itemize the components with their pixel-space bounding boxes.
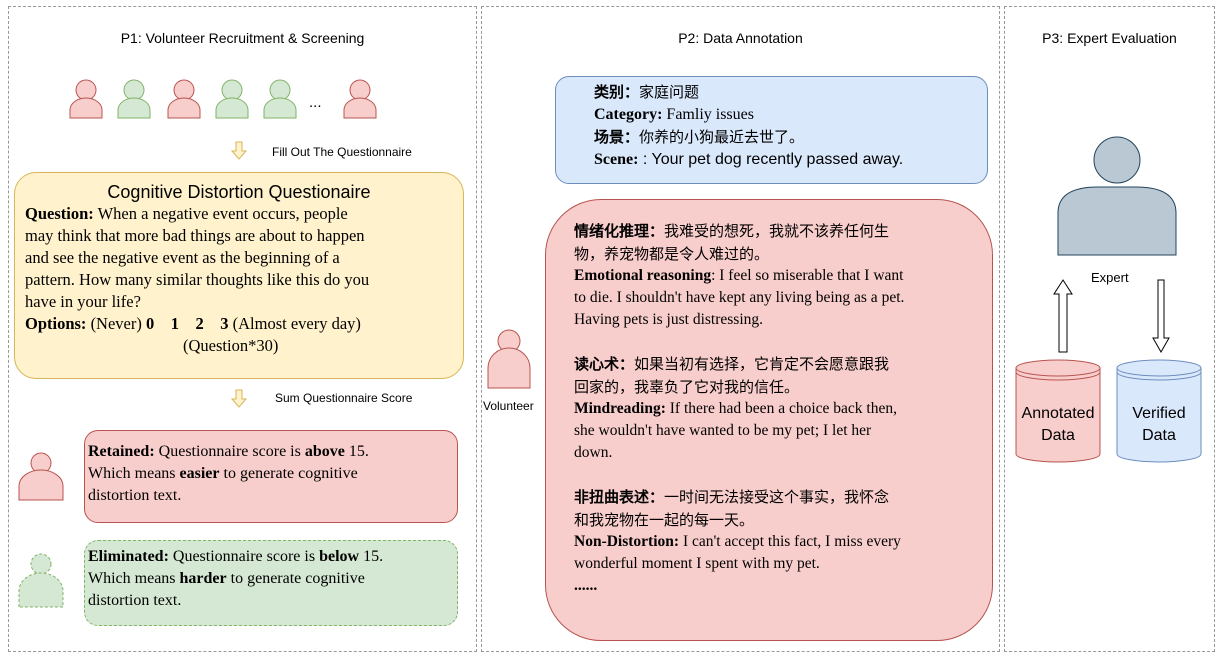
emotional-reasoning-text: to die. I shouldn't have kept any living… bbox=[574, 289, 905, 306]
annotated-data-label-line: Data bbox=[1041, 427, 1075, 444]
retained-text: Questionnaire score is bbox=[154, 443, 305, 460]
emotional-reasoning-cn-text: 我难受的想死，我就不该养任何生 bbox=[664, 222, 890, 240]
ellipsis-label: ... bbox=[309, 94, 322, 111]
eliminated-text: to generate cognitive bbox=[226, 570, 365, 587]
volunteer-label: Volunteer bbox=[483, 399, 534, 413]
sum-score-label: Sum Questionnaire Score bbox=[275, 391, 413, 405]
expert-icon bbox=[1057, 136, 1177, 256]
panel-p1 bbox=[8, 6, 477, 652]
retained-text: distortion text. bbox=[88, 487, 182, 504]
category-en-label: Category: bbox=[594, 106, 663, 123]
category-cn-value: 家庭问题 bbox=[639, 83, 700, 101]
eliminated-text: Questionnaire score is bbox=[168, 548, 320, 565]
non-distortion-text: wonderful moment I spent with my pet. bbox=[574, 555, 820, 572]
scene-en-value: : Your pet dog recently passed away. bbox=[638, 151, 904, 168]
person-icon-eliminated bbox=[18, 553, 64, 608]
scene-en-label: Scene: bbox=[594, 151, 639, 168]
non-distortion-cn-text: 和我宠物在一起的每一天。 bbox=[574, 511, 755, 529]
panel-p2 bbox=[481, 6, 1000, 652]
retained-box: Retained: Questionnaire score is above 1… bbox=[84, 430, 458, 523]
mindreading-cn-text: 回家的，我辜负了它对我的信任。 bbox=[574, 378, 800, 396]
scene-cn-value: 你养的小狗最近去世了。 bbox=[639, 128, 805, 146]
category-cn-label: 类别： bbox=[594, 83, 640, 101]
emotional-reasoning-label: Emotional reasoning bbox=[574, 267, 712, 284]
panel-p3-title: P3: Expert Evaluation bbox=[1042, 30, 1177, 46]
up-arrow-icon bbox=[1053, 279, 1073, 353]
options-label: Options: bbox=[25, 314, 87, 333]
question-label: Question: bbox=[25, 204, 94, 223]
mindreading-cn-text: 如果当初有选择，它肯定不会愿意跟我 bbox=[634, 355, 890, 373]
retained-text: Which means bbox=[88, 465, 180, 482]
non-distortion-cn-text: 一时间无法接受这个事实，我怀念 bbox=[664, 488, 890, 506]
verified-data-cylinder bbox=[1116, 359, 1202, 463]
emotional-reasoning-cn-label: 情绪化推理： bbox=[574, 222, 665, 240]
eliminated-harder: harder bbox=[179, 570, 227, 587]
eliminated-box: Eliminated: Questionnaire score is below… bbox=[84, 540, 458, 626]
non-distortion-cn-label: 非扭曲表述： bbox=[574, 488, 665, 506]
emotional-reasoning-cn-text: 物，养宠物都是令人难过的。 bbox=[574, 245, 770, 263]
questionnaire-body: Question: When a negative event occurs, … bbox=[15, 203, 463, 357]
panel-p3 bbox=[1004, 6, 1215, 652]
down-arrow-icon bbox=[230, 141, 248, 160]
person-icon-green bbox=[263, 79, 297, 119]
panel-p2-title: P2: Data Annotation bbox=[678, 30, 803, 46]
question-repeat: (Question*30) bbox=[183, 336, 279, 355]
person-icon-pink bbox=[343, 79, 377, 119]
more-ellipsis: ...... bbox=[574, 577, 598, 594]
down-arrow-icon bbox=[230, 389, 248, 408]
down-arrow-icon bbox=[1152, 279, 1170, 354]
verified-data-label: Verified Data bbox=[1117, 403, 1201, 447]
mindreading-text: she wouldn't have wanted to be my pet; I… bbox=[574, 422, 872, 439]
person-icon-pink bbox=[69, 79, 103, 119]
eliminated-label: Eliminated: bbox=[88, 548, 169, 565]
category-box: 类别：家庭问题 Category: Famliy issues 场景：你养的小狗… bbox=[555, 76, 988, 184]
retained-easier: easier bbox=[179, 465, 220, 482]
examples-box: 情绪化推理：我难受的想死，我就不该养任何生 物，养宠物都是令人难过的。 Emot… bbox=[545, 199, 993, 641]
annotated-data-cylinder bbox=[1015, 359, 1101, 463]
person-icon-pink bbox=[167, 79, 201, 119]
emotional-reasoning-text: : I feel so miserable that I want bbox=[711, 267, 904, 284]
category-en-value: Famliy issues bbox=[662, 106, 754, 123]
expert-label: Expert bbox=[1091, 270, 1129, 285]
mindreading-label: Mindreading: bbox=[574, 400, 666, 417]
scene-cn-label: 场景： bbox=[594, 128, 640, 146]
question-text: have in your life? bbox=[25, 292, 141, 311]
annotated-data-label-line: Annotated bbox=[1021, 405, 1095, 422]
fill-questionnaire-label: Fill Out The Questionnaire bbox=[272, 145, 412, 159]
non-distortion-label: Non-Distortion: bbox=[574, 533, 680, 550]
panel-p1-title: P1: Volunteer Recruitment & Screening bbox=[120, 30, 365, 46]
options-always: (Almost every day) bbox=[228, 314, 361, 333]
retained-text: to generate cognitive bbox=[219, 465, 358, 482]
retained-label: Retained: bbox=[88, 443, 155, 460]
eliminated-text: distortion text. bbox=[88, 592, 182, 609]
person-icon-green bbox=[117, 79, 151, 119]
non-distortion-text: I can't accept this fact, I miss every bbox=[679, 533, 901, 550]
question-text: may think that more bad things are about… bbox=[25, 226, 365, 245]
emotional-reasoning-text: Having pets is just distressing. bbox=[574, 311, 764, 328]
options-never: (Never) bbox=[86, 314, 146, 333]
eliminated-text: 15. bbox=[359, 548, 384, 565]
retained-text: 15. bbox=[344, 443, 369, 460]
questionnaire-box: Cognitive Distortion Questionaire Questi… bbox=[14, 172, 464, 379]
person-icon-green bbox=[215, 79, 249, 119]
mindreading-cn-label: 读心术： bbox=[574, 355, 635, 373]
person-icon-volunteer bbox=[487, 329, 531, 389]
options-values: 0 1 2 3 bbox=[145, 314, 229, 333]
question-text: pattern. How many similar thoughts like … bbox=[25, 270, 370, 289]
mindreading-text: down. bbox=[574, 444, 613, 461]
eliminated-text: Which means bbox=[88, 570, 180, 587]
retained-above: above bbox=[304, 443, 345, 460]
verified-data-label-line: Data bbox=[1142, 427, 1176, 444]
eliminated-below: below bbox=[319, 548, 360, 565]
person-icon-retained bbox=[18, 452, 64, 501]
mindreading-text: If there had been a choice back then, bbox=[665, 400, 897, 417]
annotated-data-label: Annotated Data bbox=[1016, 403, 1100, 447]
question-text: When a negative event occurs, people bbox=[93, 204, 348, 223]
question-text: and see the negative event as the beginn… bbox=[25, 248, 340, 267]
questionnaire-title: Cognitive Distortion Questionaire bbox=[107, 182, 371, 202]
verified-data-label-line: Verified bbox=[1132, 405, 1186, 422]
